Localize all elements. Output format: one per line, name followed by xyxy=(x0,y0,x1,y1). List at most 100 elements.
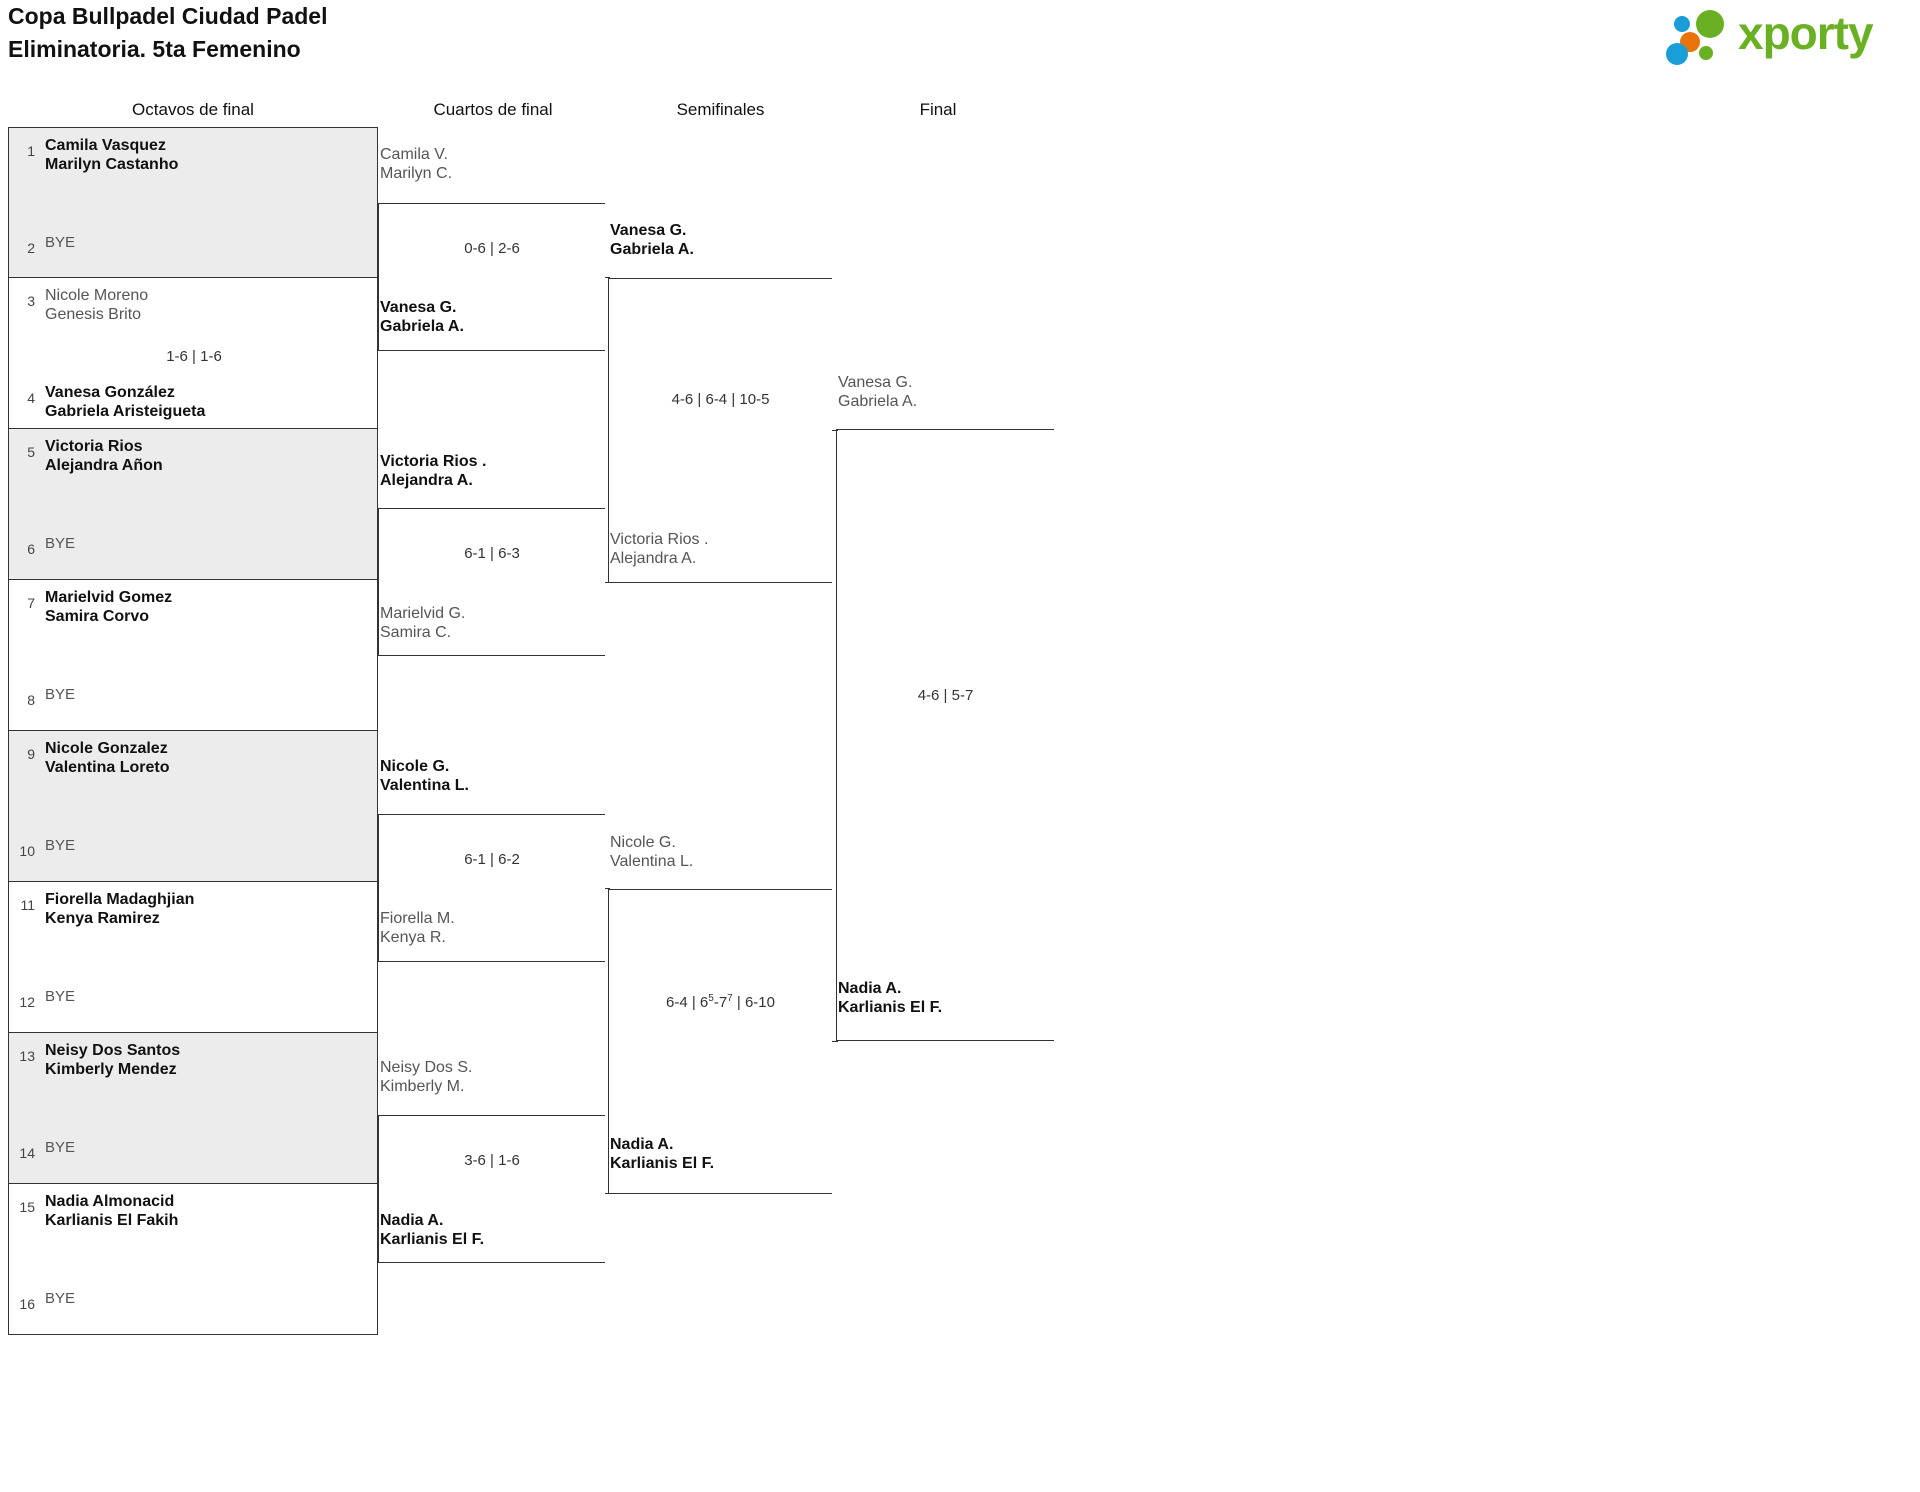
player-name-2: Karlianis El F. xyxy=(380,1231,485,1248)
r2-match-box[interactable]: 0-6 | 2-6 xyxy=(378,203,605,351)
r3-match-box[interactable]: 4-6 | 6-4 | 10-5 xyxy=(608,278,832,583)
seed-entry[interactable]: 15 Nadia Almonacid Karlianis El Fakih xyxy=(9,1192,379,1230)
player-name-2: Valentina L. xyxy=(380,777,469,794)
r3-team-top[interactable]: Vanesa G. Gabriela A. xyxy=(610,221,694,259)
r1-match-block[interactable]: 13 Neisy Dos Santos Kimberly Mendez 14 B… xyxy=(8,1033,378,1184)
r1-match-block[interactable]: 5 Victoria Rios Alejandra Añon 6 BYE xyxy=(8,429,378,580)
r2-match-box[interactable]: 6-1 | 6-3 xyxy=(378,508,605,656)
seed-entry[interactable]: 1 Camila Vasquez Marilyn Castanho xyxy=(9,136,379,174)
seed-number: 16 xyxy=(19,1296,35,1312)
player-name-1: Fiorella M. xyxy=(380,910,455,927)
player-name-2: Alejandra A. xyxy=(380,472,473,489)
r1-match-block[interactable]: 9 Nicole Gonzalez Valentina Loreto 10 BY… xyxy=(8,731,378,882)
seed-names: Neisy Dos Santos Kimberly Mendez xyxy=(35,1041,180,1079)
seed-number: 6 xyxy=(27,541,35,557)
seed-number: 3 xyxy=(27,293,35,309)
match-score: 4-6 | 6-4 | 10-5 xyxy=(671,391,770,408)
player-name-1: Camila Vasquez xyxy=(45,137,166,154)
seed-number: 12 xyxy=(19,994,35,1010)
r1-match-block[interactable]: 11 Fiorella Madaghjian Kenya Ramirez 12 … xyxy=(8,882,378,1033)
player-name-2: Valentina L. xyxy=(610,853,694,870)
r2-team-bottom[interactable]: Fiorella M. Kenya R. xyxy=(380,909,455,947)
r1-match-block[interactable]: 15 Nadia Almonacid Karlianis El Fakih 16… xyxy=(8,1184,378,1335)
seed-entry[interactable]: 8 BYE xyxy=(9,685,379,708)
seed-entry[interactable]: 7 Marielvid Gomez Samira Corvo xyxy=(9,588,379,626)
seed-entry[interactable]: 11 Fiorella Madaghjian Kenya Ramirez xyxy=(9,890,379,928)
player-name-2: Alejandra A. xyxy=(610,550,697,567)
r4-team-top[interactable]: Vanesa G. Gabriela A. xyxy=(838,373,917,411)
seed-number: 2 xyxy=(27,240,35,256)
player-name-2: Gabriela Aristeigueta xyxy=(45,403,206,420)
logo-wordmark: xporty xyxy=(1738,7,1874,59)
seed-entry[interactable]: 5 Victoria Rios Alejandra Añon xyxy=(9,437,379,475)
seed-number: 5 xyxy=(27,444,35,460)
seed-number: 13 xyxy=(19,1048,35,1064)
r2-team-top[interactable]: Victoria Rios . Alejandra A. xyxy=(380,452,486,490)
seed-entry[interactable]: 16 BYE xyxy=(9,1289,379,1312)
logo-dot-blue-small-icon xyxy=(1674,16,1690,32)
bracket-connector xyxy=(605,1193,610,1194)
seed-entry[interactable]: 4 Vanesa González Gabriela Aristeigueta xyxy=(9,383,379,421)
seed-names: Victoria Rios Alejandra Añon xyxy=(35,437,163,475)
seed-entry[interactable]: 12 BYE xyxy=(9,987,379,1010)
logo-dot-green-small-icon xyxy=(1699,46,1713,60)
r2-team-bottom[interactable]: Marielvid G. Samira C. xyxy=(380,604,465,642)
match-score: 1-6 | 1-6 xyxy=(166,348,222,365)
player-name-2: Gabriela A. xyxy=(380,318,464,335)
seed-names: Nadia Almonacid Karlianis El Fakih xyxy=(35,1192,178,1230)
player-name-2: Karlianis El Fakih xyxy=(45,1212,179,1229)
r2-team-bottom[interactable]: Vanesa G. Gabriela A. xyxy=(380,298,464,336)
round-header-cuartos: Cuartos de final xyxy=(433,100,553,119)
seed-entry[interactable]: 2 BYE xyxy=(9,233,379,256)
player-name-1: Marielvid G. xyxy=(380,605,466,622)
player-name-1: Nadia A. xyxy=(838,980,902,997)
player-name-1: Nadia Almonacid xyxy=(45,1193,175,1210)
r4-team-bottom-champion[interactable]: Nadia A. Karlianis El F. xyxy=(838,979,942,1017)
player-name-1: Victoria Rios . xyxy=(610,531,709,548)
player-name-1: Vanesa G. xyxy=(838,374,913,391)
player-name-2: Genesis Brito xyxy=(45,306,142,323)
r4-match-box[interactable]: 4-6 | 5-7 xyxy=(836,429,1054,1041)
player-name-1: BYE xyxy=(45,1139,76,1156)
seed-entry[interactable]: 9 Nicole Gonzalez Valentina Loreto xyxy=(9,739,379,777)
seed-entry[interactable]: 13 Neisy Dos Santos Kimberly Mendez xyxy=(9,1041,379,1079)
match-score: 4-6 | 5-7 xyxy=(917,687,974,704)
seed-names: BYE xyxy=(35,685,75,704)
r2-team-bottom[interactable]: Nadia A. Karlianis El F. xyxy=(380,1211,484,1249)
page-title-line2: Eliminatoria. 5ta Femenino xyxy=(8,36,301,62)
r2-match-box[interactable]: 3-6 | 1-6 xyxy=(378,1115,605,1263)
r2-team-top[interactable]: Neisy Dos S. Kimberly M. xyxy=(380,1058,472,1096)
seed-names: Nicole Gonzalez Valentina Loreto xyxy=(35,739,169,777)
player-name-1: BYE xyxy=(45,234,76,251)
r1-match-block[interactable]: 7 Marielvid Gomez Samira Corvo 8 BYE xyxy=(8,580,378,731)
r3-team-top[interactable]: Nicole G. Valentina L. xyxy=(610,833,693,871)
logo-dot-blue-large-icon xyxy=(1666,43,1688,65)
seed-entry[interactable]: 3 Nicole Moreno Genesis Brito xyxy=(9,286,379,324)
r3-team-bottom[interactable]: Victoria Rios . Alejandra A. xyxy=(610,530,708,568)
r2-match-box[interactable]: 6-1 | 6-2 xyxy=(378,814,605,962)
player-name-2: Gabriela A. xyxy=(838,393,918,410)
seed-number: 11 xyxy=(20,897,35,913)
seed-number: 10 xyxy=(19,843,35,859)
seed-entry[interactable]: 6 BYE xyxy=(9,534,379,557)
r2-team-top[interactable]: Nicole G. Valentina L. xyxy=(380,757,469,795)
player-name-2: Gabriela A. xyxy=(610,241,694,258)
player-name-1: Fiorella Madaghjian xyxy=(45,891,195,908)
r2-team-top[interactable]: Camila V. Marilyn C. xyxy=(380,145,452,183)
seed-entry[interactable]: 14 BYE xyxy=(9,1138,379,1161)
r1-match-block[interactable]: 1 Camila Vasquez Marilyn Castanho 2 BYE xyxy=(8,127,378,278)
match-score: 0-6 | 2-6 xyxy=(464,240,520,257)
r1-match-block[interactable]: 3 Nicole Moreno Genesis Brito 1-6 | 1-6 … xyxy=(8,278,378,429)
r3-team-bottom[interactable]: Nadia A. Karlianis El F. xyxy=(610,1135,714,1173)
seed-names: Fiorella Madaghjian Kenya Ramirez xyxy=(35,890,194,928)
r3-match-box[interactable]: 6-4 | 65-77 | 6-10 xyxy=(608,889,832,1194)
seed-names: BYE xyxy=(35,836,75,855)
score-text: 6-4 | 65-77 | 6-10 xyxy=(666,993,775,1012)
bracket-connector xyxy=(832,430,838,431)
seed-entry[interactable]: 10 BYE xyxy=(9,836,379,859)
seed-number: 4 xyxy=(27,390,35,406)
seed-names: BYE xyxy=(35,1289,75,1308)
seed-number: 15 xyxy=(19,1199,35,1215)
player-name-2: Kenya R. xyxy=(380,929,446,946)
